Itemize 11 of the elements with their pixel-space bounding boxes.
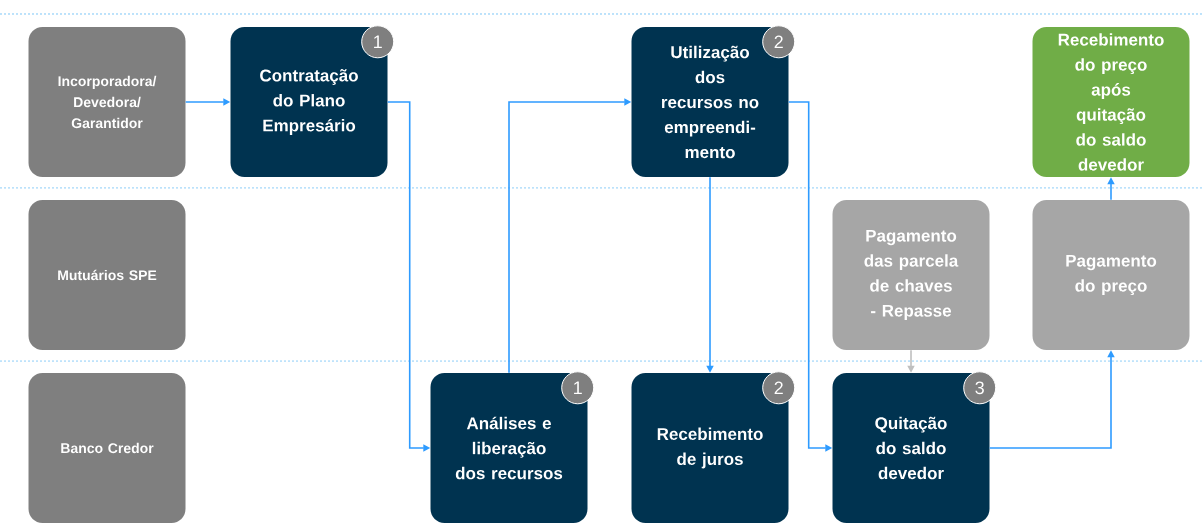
process-box: Banco Credor xyxy=(28,373,186,523)
process-box: Pagamento do preço xyxy=(1032,200,1190,350)
process-box: Mutuários SPE xyxy=(28,200,186,350)
process-box: Pagamento das parcela de chaves - Repasse xyxy=(832,200,990,350)
step-number-badge: 2 xyxy=(762,25,796,59)
step-number-badge: 3 xyxy=(963,371,997,405)
process-box: Incorporadora/ Devedora/ Garantidor xyxy=(28,27,186,177)
step-number-badge: 2 xyxy=(762,371,796,405)
step-number-badge: 1 xyxy=(361,25,395,59)
step-number-badge: 1 xyxy=(561,371,595,405)
process-box: Recebimento do preço após quitação do saldo devedor xyxy=(1032,27,1190,177)
